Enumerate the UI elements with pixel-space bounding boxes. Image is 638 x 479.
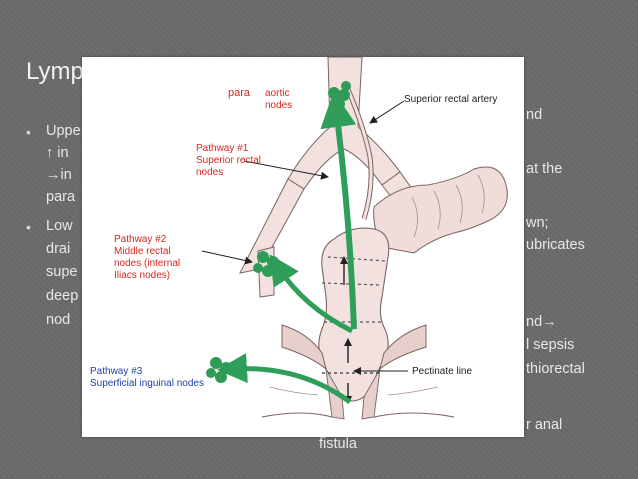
superior-rectal-artery-label: Superior rectal artery bbox=[404, 94, 498, 105]
pathway3-title: Pathway #3 bbox=[90, 366, 143, 377]
left-text-line: Uppe bbox=[46, 123, 81, 139]
para-aortic-nodes bbox=[328, 81, 351, 110]
left-text-line: Low bbox=[46, 218, 73, 234]
pathway1-line1: Superior rectal bbox=[196, 155, 262, 166]
right-text-line: ubricates bbox=[526, 237, 585, 253]
pathway2-line2: nodes (internal bbox=[114, 258, 181, 269]
slide-title: Lymp bbox=[26, 58, 84, 85]
pathway3-line1: Superficial inguinal nodes bbox=[90, 378, 204, 389]
para-label: para bbox=[228, 87, 251, 99]
right-text-line: nd bbox=[526, 107, 543, 123]
right-text-line: thiorectal bbox=[526, 361, 585, 377]
right-text-line: wn; bbox=[526, 215, 549, 231]
pectinate-line-label: Pectinate line bbox=[412, 366, 473, 377]
bottom-text-line: fistula bbox=[319, 436, 357, 452]
pathway2-title: Pathway #2 bbox=[114, 234, 167, 245]
pathway1-title: Pathway #1 bbox=[196, 143, 249, 154]
pathway2-line3: Iliacs nodes) bbox=[114, 270, 171, 281]
right-text-line: l sepsis bbox=[526, 337, 575, 353]
lymphatic-drainage-figure: para aortic nodes Superior rectal artery… bbox=[82, 57, 524, 437]
right-text-line: r anal bbox=[526, 417, 563, 433]
left-text-line: nod bbox=[46, 312, 71, 328]
middle-rectal-nodes bbox=[253, 251, 279, 277]
pathway1-line2: nodes bbox=[196, 167, 224, 178]
left-text-line: →in bbox=[46, 167, 72, 183]
right-text-line: at the bbox=[526, 161, 563, 177]
left-text-line: deep bbox=[46, 288, 79, 304]
bullet-marker: • bbox=[26, 219, 31, 235]
pathway2-line1: Middle rectal bbox=[114, 246, 171, 257]
superficial-inguinal-nodes bbox=[206, 357, 232, 383]
left-text-line: ↑ in bbox=[46, 145, 69, 161]
anatomy-illustration bbox=[201, 57, 508, 420]
nodes-label: nodes bbox=[265, 100, 293, 111]
aortic-label: aortic bbox=[265, 88, 290, 99]
left-text-line: supe bbox=[46, 264, 78, 280]
left-text-line: drai bbox=[46, 241, 71, 257]
bullet-marker: • bbox=[26, 124, 31, 140]
left-text-line: para bbox=[46, 189, 76, 205]
right-text-line: nd→ bbox=[526, 314, 557, 330]
